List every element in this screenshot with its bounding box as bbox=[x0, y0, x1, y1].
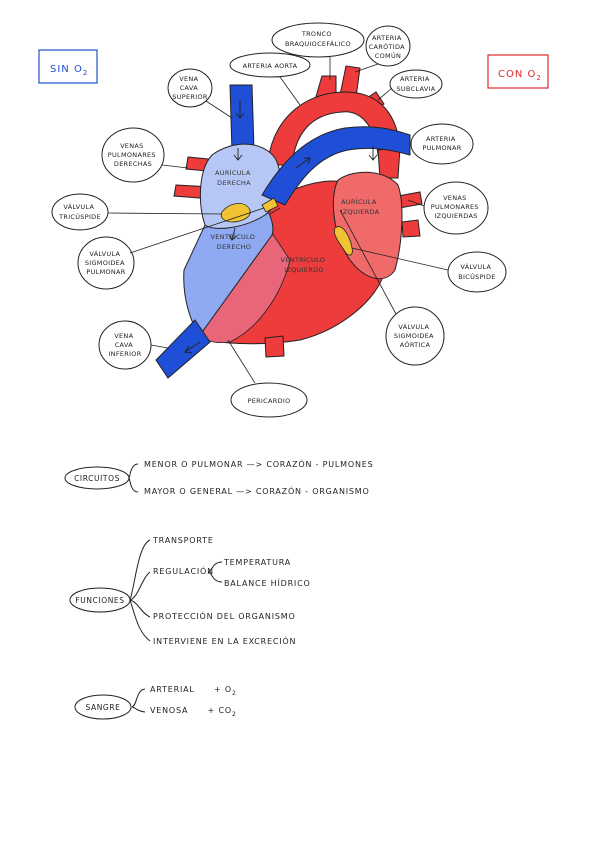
label-arteria-aorta: ARTERIA AORTA bbox=[243, 62, 298, 70]
label-valvula-tricuspide: VÁLVULA TRICÚSPIDE bbox=[58, 202, 101, 221]
label-arteria-pulmonar: ARTERIA PULMONAR bbox=[422, 135, 461, 152]
label-venas-izquierdas: VENAS PULMONARES IZQUIERDAS bbox=[431, 194, 481, 220]
callout-subclavia: ARTERIA SUBCLAVIA bbox=[377, 69, 443, 101]
svg-text:SIN O2: SIN O2 bbox=[50, 64, 88, 77]
callout-venas-izquierdas: VENAS PULMONARES IZQUIERDAS bbox=[407, 181, 489, 235]
map-sangre: SANGRE ARTERIAL + O2 VENOSA + CO2 bbox=[74, 685, 237, 720]
label-carotida: ARTERIA CARÓTIDA COMÚN bbox=[369, 34, 408, 60]
funcion-regulacion: REGULACIÓN bbox=[153, 565, 214, 576]
node-sangre: SANGRE bbox=[85, 703, 120, 712]
callout-pericardio: PERICARDIO bbox=[227, 339, 308, 418]
circuito-mayor: MAYOR O GENERAL —> CORAZÓN - ORGANISMO bbox=[144, 485, 370, 496]
right-atrium bbox=[199, 143, 281, 229]
callout-arteria-pulmonar: ARTERIA PULMONAR bbox=[410, 123, 474, 165]
circuito-menor: MENOR O PULMONAR —> CORAZÓN - PULMONES bbox=[144, 458, 374, 469]
map-funciones: FUNCIONES TRANSPORTE REGULACIÓN TEMPERAT… bbox=[69, 536, 311, 646]
aorta-descending bbox=[377, 147, 401, 179]
callouts: VENA CAVA SUPERIOR ARTERIA AORTA TRONCO … bbox=[51, 22, 507, 418]
callout-vena-cava-superior: VENA CAVA SUPERIOR bbox=[167, 68, 233, 119]
label-auricula-izquierda: AURÍCULA IZQUIERDA bbox=[341, 197, 380, 216]
legend-with-oxygen-sub: 2 bbox=[536, 74, 541, 82]
callout-vena-cava-inferior: VENA CAVA INFERIOR bbox=[98, 320, 169, 370]
label-tronco: TRONCO BRAQUIOCEFÁLICO bbox=[285, 30, 351, 48]
funcion-excrecion: INTERVIENE EN LA EXCRECIÓN bbox=[153, 635, 296, 646]
legend-with-oxygen: CON O2 bbox=[487, 54, 549, 89]
callout-venas-derechas: VENAS PULMONARES DERECHAS bbox=[101, 127, 189, 183]
svg-text:CON O2: CON O2 bbox=[498, 69, 542, 82]
label-valvula-sigmoidea-aortica: VÁLVULA SIGMOIDEA AÓRTICA bbox=[394, 322, 436, 349]
node-funciones: FUNCIONES bbox=[75, 596, 124, 605]
label-pericardio: PERICARDIO bbox=[248, 397, 291, 405]
callout-tronco: TRONCO BRAQUIOCEFÁLICO bbox=[271, 22, 365, 80]
flow-arrows bbox=[184, 100, 378, 354]
callout-valvula-tricuspide: VÁLVULA TRICÚSPIDE bbox=[51, 193, 223, 231]
bottom-vessel bbox=[264, 335, 285, 358]
heart-illustration bbox=[155, 65, 423, 379]
sangre-venosa: VENOSA + CO2 bbox=[150, 706, 237, 718]
funcion-transporte: TRANSPORTE bbox=[152, 536, 214, 545]
label-valvula-sigmoidea-pulmonar: VÁLVULA SIGMOIDEA PULMONAR bbox=[85, 249, 127, 276]
legend-no-oxygen: SIN O2 bbox=[38, 49, 98, 84]
tricuspid-valve bbox=[220, 203, 251, 223]
label-subclavia: ARTERIA SUBCLAVIA bbox=[396, 75, 435, 93]
label-venas-derechas: VENAS PULMONARES DERECHAS bbox=[108, 142, 158, 168]
regulacion-balance: BALANCE HÍDRICO bbox=[224, 577, 311, 588]
left-pulmonary-vein-lower bbox=[401, 219, 421, 238]
legend-no-oxygen-sub: 2 bbox=[83, 69, 88, 77]
funcion-proteccion: PROTECCIÓN DEL ORGANISMO bbox=[153, 610, 296, 621]
label-ventriculo-derecho: VENTRÍCULO DERECHO bbox=[211, 232, 258, 251]
callout-valvula-sigmoidea-pulmonar: VÁLVULA SIGMOIDEA PULMONAR bbox=[77, 207, 265, 290]
pulmonary-semilunar-valve bbox=[261, 197, 279, 213]
chamber-labels: AURÍCULA DERECHA VENTRÍCULO DERECHO AURÍ… bbox=[211, 168, 380, 274]
vena-cava-inferior-vessel bbox=[155, 319, 211, 379]
node-circuitos: CIRCUITOS bbox=[74, 474, 120, 483]
callout-arteria-aorta: ARTERIA AORTA bbox=[229, 52, 311, 106]
legend-no-oxygen-label: SIN O bbox=[50, 64, 83, 75]
bicuspid-valve bbox=[333, 226, 353, 256]
callout-valvula-sigmoidea-aortica: VÁLVULA SIGMOIDEA AÓRTICA bbox=[339, 209, 445, 366]
label-auricula-derecha: AURÍCULA DERECHA bbox=[215, 168, 253, 187]
label-vena-cava-superior: VENA CAVA SUPERIOR bbox=[172, 75, 208, 101]
map-circuitos: CIRCUITOS MENOR O PULMONAR —> CORAZÓN - … bbox=[64, 458, 374, 496]
label-vena-cava-inferior: VENA CAVA INFERIOR bbox=[108, 332, 141, 358]
vena-cava-superior-vessel bbox=[229, 84, 255, 153]
regulacion-temperatura: TEMPERATURA bbox=[223, 558, 291, 567]
label-valvula-bicuspide: VÁLVULA BICÚSPIDE bbox=[458, 262, 495, 281]
legend-with-oxygen-label: CON O bbox=[498, 69, 536, 80]
callout-carotida: ARTERIA CARÓTIDA COMÚN bbox=[354, 25, 411, 73]
callout-valvula-bicuspide: VÁLVULA BICÚSPIDE bbox=[351, 247, 507, 293]
sangre-arterial: ARTERIAL + O2 bbox=[150, 685, 237, 697]
label-ventriculo-izquierdo: VENTRÍCULO IZQUIERDO bbox=[281, 255, 328, 274]
